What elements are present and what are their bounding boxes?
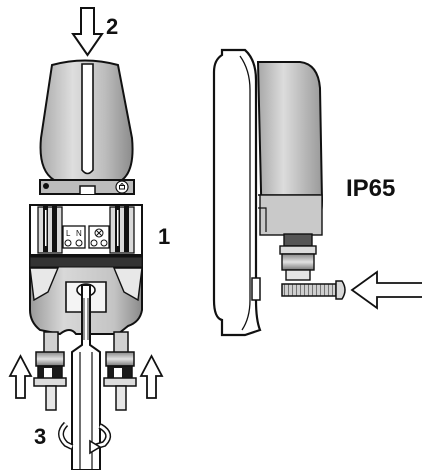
mounting-screw — [281, 280, 346, 300]
wall-plate — [212, 48, 262, 337]
mounted-connector-view: IP65 — [212, 48, 422, 337]
screwdriver — [71, 284, 101, 470]
cover-screw-hole — [43, 183, 49, 189]
left-gland-shoulder — [29, 267, 60, 302]
right-gland-shoulder — [112, 267, 143, 302]
arrow-up-icon — [8, 354, 33, 399]
arrow-up-icon — [139, 354, 164, 399]
housing-dark-band — [29, 256, 143, 268]
right-cable-gland — [103, 331, 137, 411]
ip-rating-label: IP65 — [346, 175, 395, 202]
cover-slot — [81, 63, 94, 175]
left-cable-gland — [33, 331, 67, 411]
side-cable-gland — [279, 233, 317, 281]
wall-latch — [251, 277, 261, 301]
step-3-label: 3 — [34, 424, 46, 449]
lock-symbol-icon — [115, 180, 129, 194]
step-2-label: 2 — [106, 14, 118, 39]
arrow-down-icon — [71, 7, 104, 57]
cover-notch — [79, 185, 96, 194]
step-1-label: 1 — [158, 224, 170, 249]
terminal-n-label: N — [76, 229, 82, 238]
side-body-lower — [259, 194, 323, 236]
terminal-l-label: L — [66, 229, 71, 238]
rotate-icon — [58, 421, 112, 455]
terminal-block: L N — [29, 204, 143, 256]
arrow-left-icon — [350, 270, 422, 310]
connector-assembly: L N — [8, 7, 170, 470]
